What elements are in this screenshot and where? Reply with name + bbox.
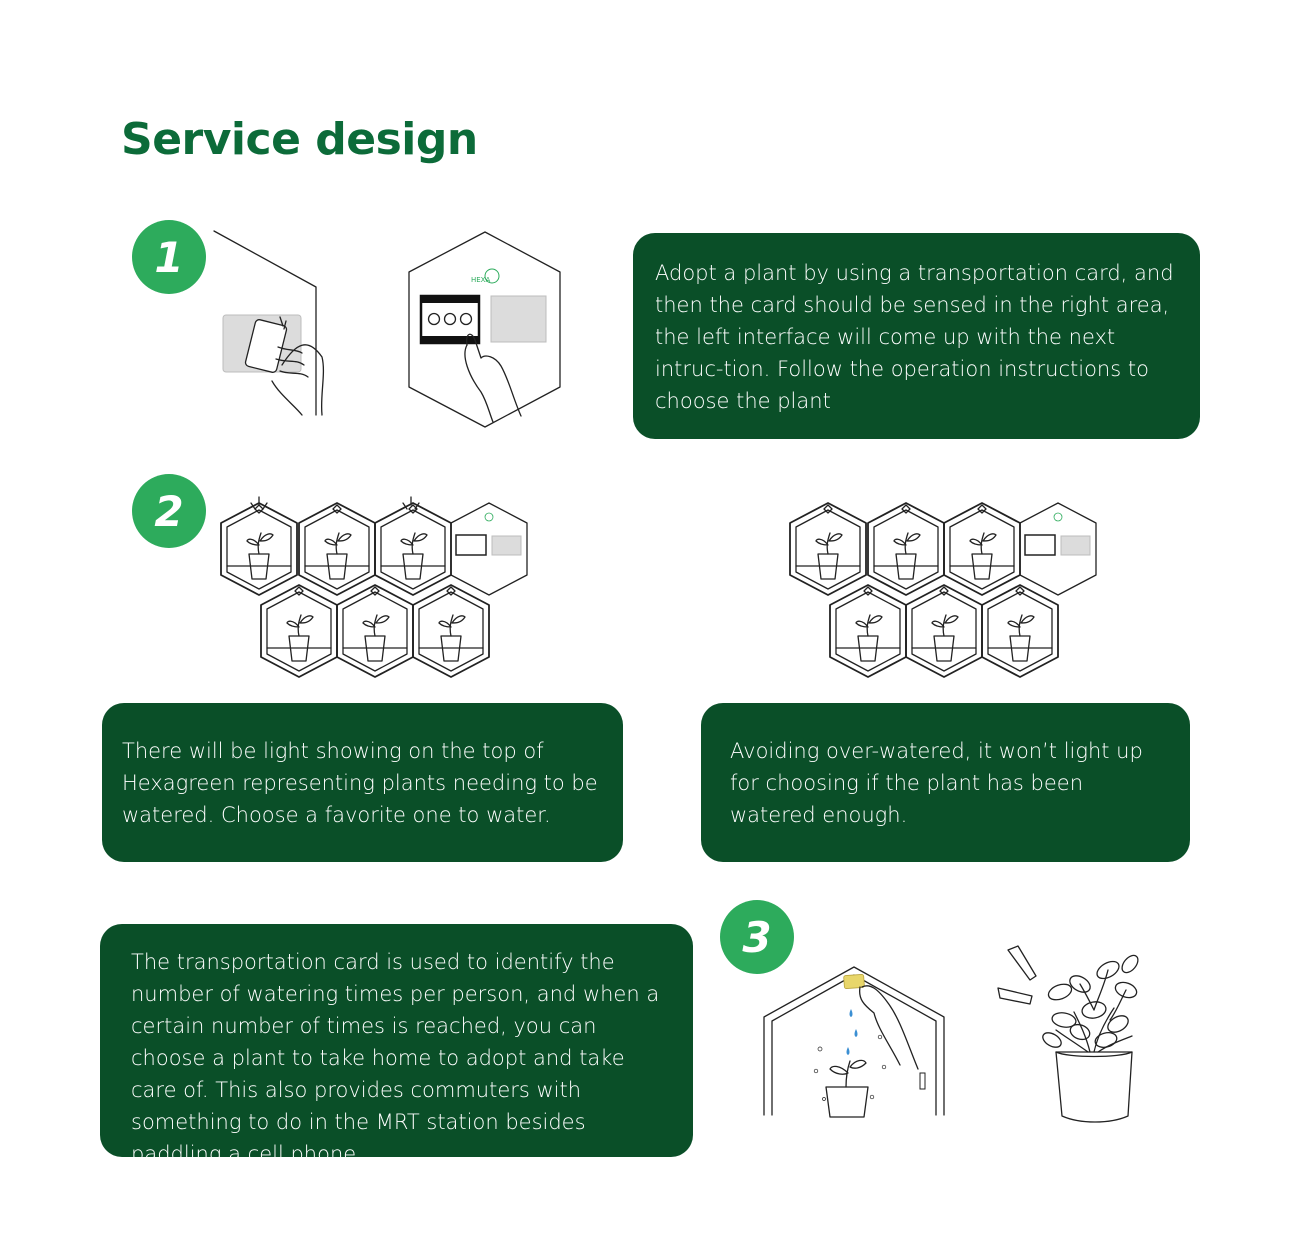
kiosk-logo-text: HEXA <box>471 276 490 284</box>
plant-grid-unlit-illustration <box>784 493 1104 688</box>
watering-illustration <box>760 965 950 1120</box>
step-1-description: Adopt a plant by using a transportation … <box>633 233 1200 439</box>
hand-card-tap-icon <box>213 230 325 416</box>
step-2-description-lit: There will be light showing on the top o… <box>102 703 623 862</box>
potted-plant-icon <box>997 945 1139 1123</box>
step-2-badge: 2 <box>132 474 206 548</box>
page-title: Service design <box>121 114 478 165</box>
hexagon-plant-grid-icon <box>789 502 1097 678</box>
step-1-badge: 1 <box>132 220 206 294</box>
card-tap-illustration <box>210 225 325 420</box>
plant-grid-lit-illustration <box>215 493 535 688</box>
step-3-badge: 3 <box>720 900 794 974</box>
step-3-description: The transportation card is used to ident… <box>100 924 693 1166</box>
kiosk-illustration: HEXA <box>405 230 565 430</box>
step-2-description-unlit: Avoiding over-watered, it won’t light up… <box>701 703 1190 862</box>
hexagon-plant-grid-icon <box>220 496 528 678</box>
watering-hand-icon <box>763 966 945 1118</box>
hexagon-kiosk-icon: HEXA <box>408 231 561 428</box>
potted-plant-illustration <box>990 940 1150 1125</box>
